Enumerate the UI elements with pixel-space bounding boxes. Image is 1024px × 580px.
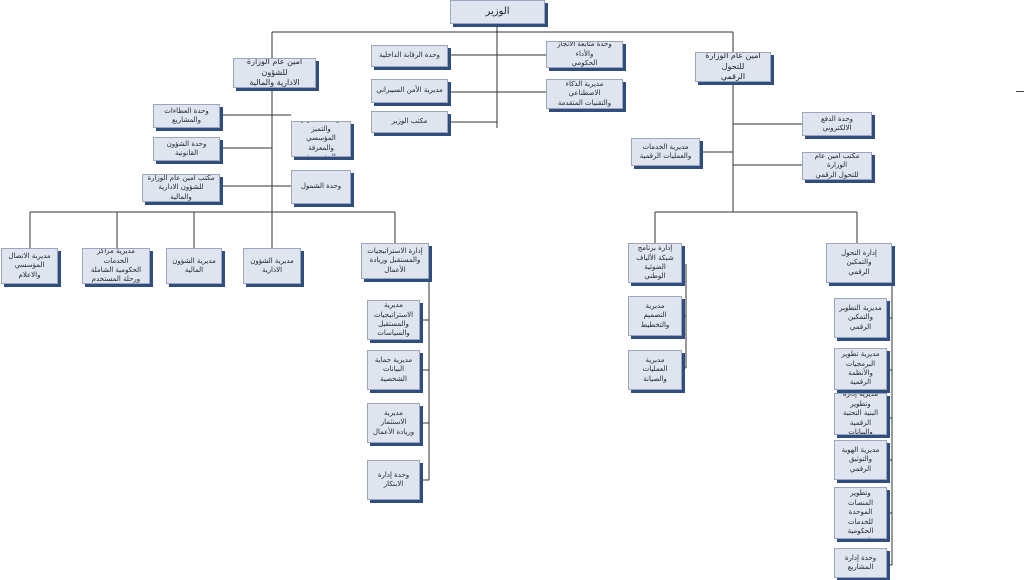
unit-tenders-projects: وحدة العطاءات والمشاريع xyxy=(153,104,220,128)
digital-sg-office: مكتب أمين عام الوزارة للتحول الرقمي xyxy=(802,152,872,180)
unit-legal-affairs: وحدة الشؤون القانونية xyxy=(153,137,220,161)
unit-innovation-management: وحدة إدارة الابتكار xyxy=(367,460,420,500)
dir-software-systems: مديرية تطوير البرمجيات والأنظمة الرقمية xyxy=(834,348,887,390)
digital-secretary-general: أمين عام الوزارة للتحول الرقمي xyxy=(695,52,771,82)
unit-inclusion: وحدة الشمول xyxy=(291,170,351,204)
unit-project-management: وحدة إدارة المشاريع xyxy=(834,548,887,578)
dir-operations-maintenance: مديرية العمليات والصيانة xyxy=(628,350,682,390)
dir-investment-entrepreneurship: مديرية الاستثمار وريادة الأعمال xyxy=(367,403,420,443)
dir-strategy-policies: مديرية الاستراتيجيات والمستقبل والسياسات xyxy=(367,300,420,340)
dir-unified-platforms: مديرية إدارة وتطوير المنصات الموحدة للخد… xyxy=(834,487,887,539)
dir-digital-development: مديرية التطوير والتمكين الرقمي xyxy=(834,298,887,338)
minister-box: الوزير xyxy=(450,0,545,24)
dept-digital-transformation: إدارة التحول والتمكين الرقمي xyxy=(826,243,892,283)
dir-financial-affairs: مديرية الشؤون المالية xyxy=(166,248,222,284)
center-unit-ai: مديرية الذكاء الاصطناعي والتقنيات المتقد… xyxy=(546,79,623,109)
dir-digital-services-operations: مديرية الخدمات والعمليات الرقمية xyxy=(631,138,700,166)
dept-strategy-future: إدارة الاستراتيجيات والمستقبل وريادة الأ… xyxy=(361,243,429,279)
admin-secretary-general: أمين عام الوزارة للشؤون الادارية والمالي… xyxy=(233,58,316,88)
center-unit-minister-office: مكتب الوزير xyxy=(371,111,448,133)
unit-electronic-payment: وحدة الدفع الالكتروني xyxy=(802,112,872,136)
dir-corporate-communication: مديرية الاتصال المؤسسي والاعلام xyxy=(1,248,58,284)
unit-institutional-excellence: وحدة التطوير والتميز المؤسسي والمعرفة ال… xyxy=(291,121,351,157)
dir-personal-data-protection: مديرية حماية البيانات الشخصية xyxy=(367,350,420,390)
center-unit-internal-audit: وحدة الرقابة الداخلية xyxy=(371,45,448,67)
center-unit-performance: وحدة متابعة الانجاز والأداء الحكومي xyxy=(546,41,623,68)
dir-identity-authentication: مديرية الهوية والتوثيق الرقمي xyxy=(834,440,887,480)
dept-national-fiber-program: إدارة برنامج شبكة الألياف الضوئية الوطني xyxy=(628,243,682,283)
center-unit-cybersecurity: مديرية الأمن السيبراني xyxy=(371,79,448,103)
side-mark xyxy=(1016,91,1024,92)
admin-sg-office: مكتب أمين عام الوزارة للشؤون الادارية وا… xyxy=(142,174,220,202)
dir-government-service-centers: مديرية مراكز الخدمات الحكومية الشاملة ور… xyxy=(82,248,150,284)
dir-administrative-affairs: مديرية الشؤون الادارية xyxy=(243,248,301,284)
dir-infrastructure-data: مديرية إدارة وتطوير البنية التحتية الرقم… xyxy=(834,393,887,435)
dir-design-planning: مديرية التصميم والتخطيط xyxy=(628,296,682,336)
